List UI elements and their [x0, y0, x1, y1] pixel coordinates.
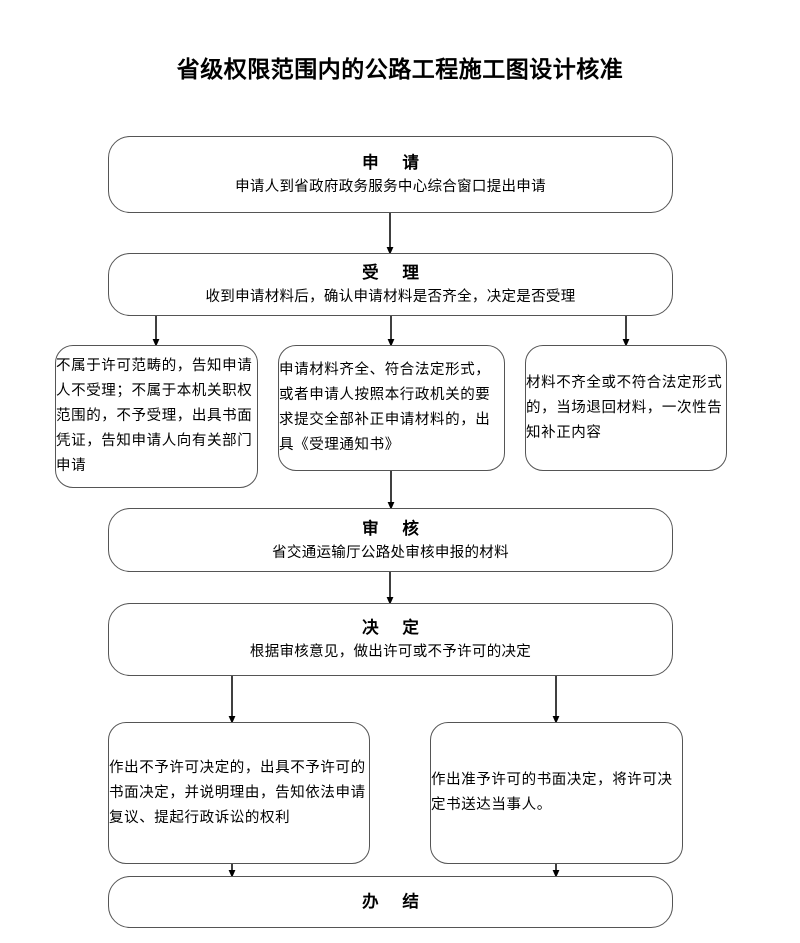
- node-done: 办 结: [108, 876, 673, 928]
- node-accept-body: 收到申请材料后，确认申请材料是否齐全，决定是否受理: [205, 289, 576, 305]
- node-review-body: 省交通运输厅公路处审核申报的材料: [272, 544, 509, 561]
- node-decide: 决 定 根据审核意见，做出许可或不予许可的决定: [108, 603, 673, 676]
- node-branch-incomplete: 材料不齐全或不符合法定形式的，当场退回材料，一次性告知补正内容: [525, 345, 727, 471]
- node-accept: 受 理 收到申请材料后，确认申请材料是否齐全，决定是否受理: [108, 253, 673, 316]
- node-apply: 申 请 申请人到省政府政务服务中心综合窗口提出申请: [108, 136, 673, 213]
- node-decision-granted: 作出准予许可的书面决定，将许可决定书送达当事人。: [430, 722, 683, 864]
- node-branch-incomplete-body: 材料不齐全或不符合法定形式的，当场退回材料，一次性告知补正内容: [526, 374, 723, 441]
- node-decide-body: 根据审核意见，做出许可或不予许可的决定: [249, 644, 532, 660]
- node-branch-not-accepted: 不属于许可范畴的，告知申请人不受理；不属于本机关职权范围的，不予受理，出具书面凭…: [55, 345, 258, 488]
- node-decision-granted-body: 作出准予许可的书面决定，将许可决定书送达当事人。: [431, 772, 673, 813]
- node-branch-accepted-body: 申请材料齐全、符合法定形式，或者申请人按照本行政机关的要求提交全部补正申请材料的…: [279, 362, 491, 453]
- page-title: 省级权限范围内的公路工程施工图设计核准: [176, 57, 624, 83]
- node-decision-denied: 作出不予许可决定的，出具不予许可的书面决定，并说明理由，告知依法申请复议、提起行…: [108, 722, 370, 864]
- node-branch-accepted: 申请材料齐全、符合法定形式，或者申请人按照本行政机关的要求提交全部补正申请材料的…: [278, 345, 505, 471]
- node-apply-body: 申请人到省政府政务服务中心综合窗口提出申请: [235, 179, 546, 195]
- node-review: 审 核 省交通运输厅公路处审核申报的材料: [108, 508, 673, 572]
- node-apply-heading: 申 请: [362, 153, 428, 172]
- node-branch-not-accepted-body: 不属于许可范畴的，告知申请人不受理；不属于本机关职权范围的，不予受理，出具书面凭…: [56, 358, 253, 474]
- node-done-heading: 办 结: [362, 891, 428, 911]
- node-decide-heading: 决 定: [362, 618, 428, 637]
- node-review-heading: 审 核: [362, 518, 428, 538]
- node-decision-denied-body: 作出不予许可决定的，出具不予许可的书面决定，并说明理由，告知依法申请复议、提起行…: [109, 759, 366, 826]
- node-accept-heading: 受 理: [362, 263, 428, 282]
